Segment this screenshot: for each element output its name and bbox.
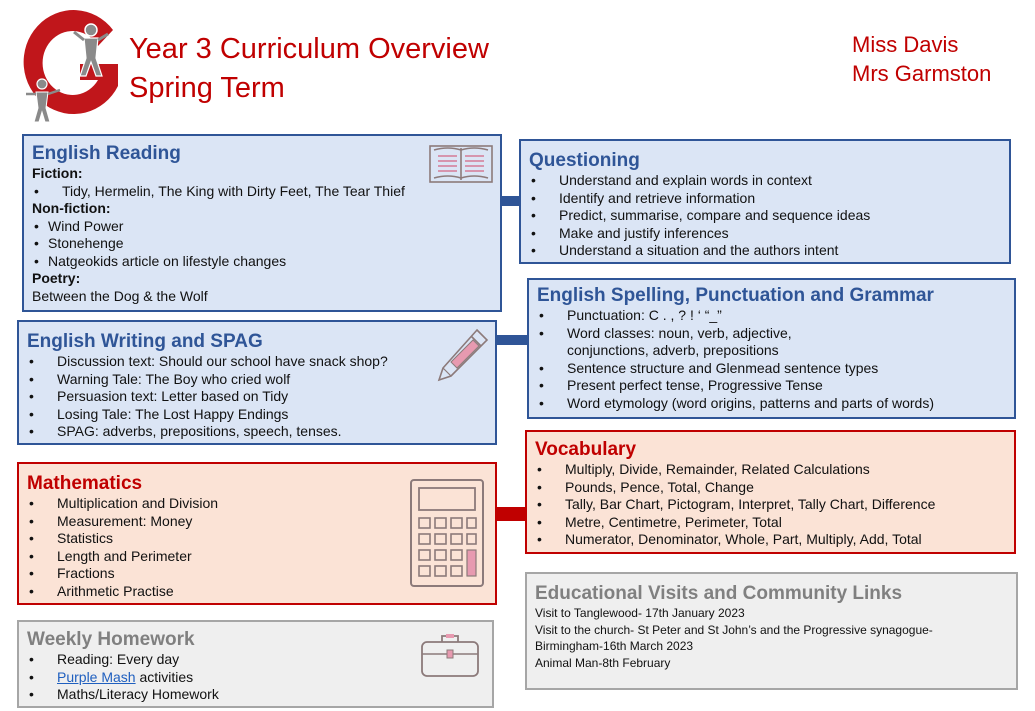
list-item: Arithmetic Practise [27, 583, 487, 601]
nonfiction-list: Wind Power Stonehenge Natgeokids article… [32, 218, 492, 271]
mathematics-panel: Mathematics Multiplication and Division … [17, 462, 497, 605]
teacher-2: Mrs Garmston [852, 61, 992, 86]
visits-heading: Educational Visits and Community Links [535, 583, 903, 604]
connector-reading-questioning [500, 196, 520, 206]
list-item: Numerator, Denominator, Whole, Part, Mul… [535, 531, 1006, 549]
list-item: Understand and explain words in context [529, 172, 1001, 190]
english-reading-heading: English Reading [32, 143, 181, 164]
list-item-continued: conjunctions, adverb, prepositions [567, 342, 779, 358]
nonfiction-label: Non-fiction: [32, 200, 111, 216]
spag-list: Punctuation: C . , ? ! ‘ “_” Word classe… [537, 307, 1006, 412]
homework-heading: Weekly Homework [27, 629, 195, 650]
mathematics-heading: Mathematics [27, 473, 143, 494]
list-item: Purple Mash activities [27, 669, 484, 687]
list-item: Natgeokids article on lifestyle changes [32, 253, 492, 271]
english-writing-heading: English Writing and SPAG [27, 331, 263, 352]
english-writing-list: Discussion text: Should our school have … [27, 353, 487, 441]
mathematics-list: Multiplication and Division Measurement:… [27, 495, 487, 600]
list-item: Make and justify inferences [529, 225, 1001, 243]
vocabulary-list: Multiply, Divide, Remainder, Related Cal… [535, 461, 1006, 549]
list-item: Fractions [27, 565, 487, 583]
list-item: Word etymology (word origins, patterns a… [537, 395, 1006, 413]
list-item: Persuasion text: Letter based on Tidy [27, 388, 487, 406]
open-book-icon [429, 145, 493, 183]
connector-maths-vocabulary [495, 507, 526, 521]
list-item: Metre, Centimetre, Perimeter, Total [535, 514, 1006, 532]
poetry-text: Between the Dog & the Wolf [32, 287, 208, 304]
list-item: Punctuation: C . , ? ! ‘ “_” [537, 307, 1006, 325]
purple-mash-link[interactable]: Purple Mash [57, 668, 136, 685]
visits-panel: Educational Visits and Community Links V… [525, 572, 1018, 690]
list-item: Length and Perimeter [27, 548, 487, 566]
list-item: Understand a situation and the authors i… [529, 242, 1001, 260]
list-item: Pounds, Pence, Total, Change [535, 479, 1006, 497]
teacher-names: Miss Davis Mrs Garmston [852, 30, 991, 88]
visit-line: Animal Man-8th February [535, 655, 671, 670]
english-writing-panel: English Writing and SPAG Discussion text… [17, 320, 497, 445]
questioning-heading: Questioning [529, 150, 640, 171]
homework-list: Reading: Every day Purple Mash activitie… [27, 651, 484, 704]
list-item: Tally, Bar Chart, Pictogram, Interpret, … [535, 496, 1006, 514]
questioning-panel: Questioning Understand and explain words… [519, 139, 1011, 264]
list-item: Identify and retrieve information [529, 190, 1001, 208]
spag-heading: English Spelling, Punctuation and Gramma… [537, 285, 934, 306]
list-item: Multiply, Divide, Remainder, Related Cal… [535, 461, 1006, 479]
school-g-logo-icon [23, 10, 118, 123]
calculator-icon [410, 479, 484, 587]
vocabulary-panel: Vocabulary Multiply, Divide, Remainder, … [525, 430, 1016, 554]
poetry-label: Poetry: [32, 270, 81, 286]
purple-mash-rest: activities [135, 668, 194, 685]
spag-panel: English Spelling, Punctuation and Gramma… [527, 278, 1016, 419]
list-item: Multiplication and Division [27, 495, 487, 513]
list-item: Losing Tale: The Lost Happy Endings [27, 406, 487, 424]
fiction-list: Tidy, Hermelin, The King with Dirty Feet… [32, 183, 492, 201]
visit-line: Visit to the church- St Peter and St Joh… [535, 622, 933, 637]
list-item: SPAG: adverbs, prepositions, speech, ten… [27, 423, 487, 441]
list-item: Predict, summarise, compare and sequence… [529, 207, 1001, 225]
list-item: Statistics [27, 530, 487, 548]
list-item: Wind Power [32, 218, 492, 236]
title-line-2: Spring Term [129, 72, 285, 104]
vocabulary-heading: Vocabulary [535, 439, 637, 460]
homework-panel: Weekly Homework Reading: Every day Purpl… [17, 620, 494, 708]
teacher-1: Miss Davis [852, 32, 959, 57]
list-item: Sentence structure and Glenmead sentence… [537, 360, 1006, 378]
briefcase-icon [421, 634, 479, 677]
visit-line: Birmingham-16th March 2023 [535, 639, 694, 653]
list-item: Reading: Every day [27, 651, 484, 669]
list-item: Warning Tale: The Boy who cried wolf [27, 371, 487, 389]
list-item: Stonehenge [32, 235, 492, 253]
pen-icon [437, 328, 489, 382]
list-item: Word classes: noun, verb, adjective, [537, 325, 1006, 343]
school-logo [18, 8, 123, 126]
page-title: Year 3 Curriculum Overview Spring Term [129, 30, 489, 108]
connector-writing-spag [495, 335, 528, 345]
english-reading-panel: English Reading Fiction: Tidy, Hermelin,… [22, 134, 502, 312]
list-item: Measurement: Money [27, 513, 487, 531]
list-item: Tidy, Hermelin, The King with Dirty Feet… [32, 183, 492, 201]
title-line-1: Year 3 Curriculum Overview [129, 33, 489, 65]
list-item: Discussion text: Should our school have … [27, 353, 487, 371]
visit-line: Visit to Tanglewood- 17th January 2023 [535, 606, 745, 620]
fiction-label: Fiction: [32, 165, 83, 181]
questioning-list: Understand and explain words in context … [529, 172, 1001, 260]
list-item: Maths/Literacy Homework [27, 686, 484, 704]
list-item: Present perfect tense, Progressive Tense [537, 377, 1006, 395]
